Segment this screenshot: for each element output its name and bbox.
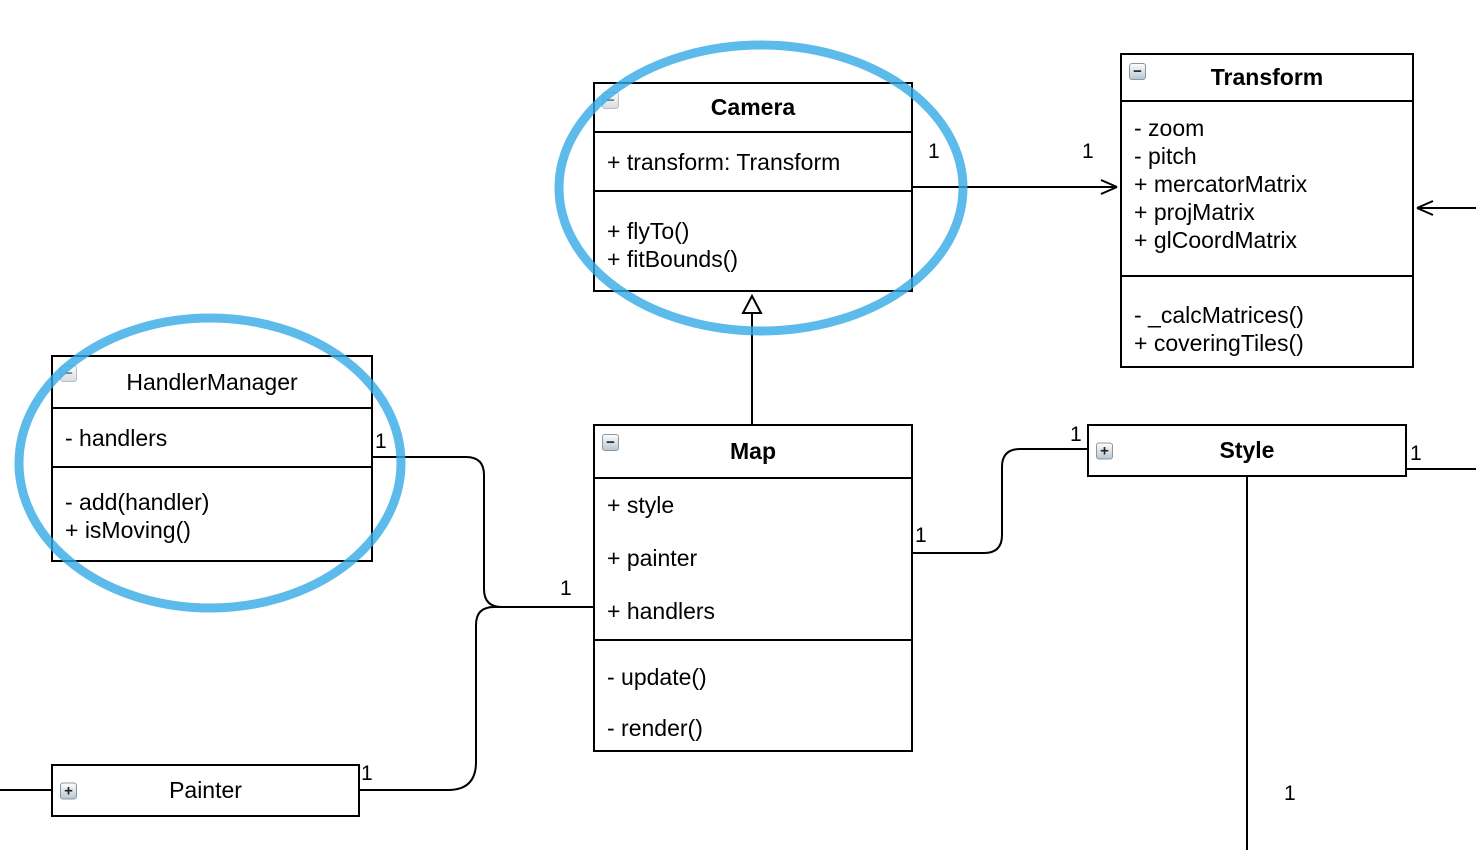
class-method: + flyTo() — [607, 218, 690, 244]
class-attribute: + transform: Transform — [607, 148, 841, 175]
class-name: Map — [730, 438, 776, 464]
expand-icon[interactable]: + — [60, 782, 77, 799]
class-name: Painter — [169, 777, 242, 803]
class-attribute: + painter — [607, 545, 698, 571]
class-title-painter: + Painter — [53, 766, 358, 815]
collapse-icon[interactable]: − — [602, 92, 619, 109]
minus-glyph: − — [606, 434, 615, 451]
methods-section: - update() - render() — [595, 641, 911, 754]
class-title-camera: − Camera — [595, 84, 911, 133]
methods-section: + flyTo() + fitBounds() — [595, 192, 911, 273]
attributes-section: - zoom - pitch + mercatorMatrix + projMa… — [1122, 102, 1412, 277]
class-box-camera[interactable]: − Camera + transform: Transform + flyTo(… — [593, 82, 913, 292]
edge-painter-map[interactable] — [360, 606, 560, 791]
class-attribute: + projMatrix — [1134, 199, 1255, 225]
multiplicity-label-map-left-side: 1 — [560, 577, 572, 600]
methods-section: - add(handler) + isMoving() — [53, 468, 371, 544]
class-attribute: - zoom — [1134, 115, 1205, 141]
edge-map-camera-generalization[interactable] — [741, 293, 763, 424]
class-name: Style — [1219, 437, 1275, 463]
class-box-handlermanager[interactable]: − HandlerManager - handlers - add(handle… — [51, 355, 373, 562]
edge-map-style[interactable] — [913, 448, 1087, 554]
minus-glyph: − — [1133, 63, 1142, 80]
multiplicity-label-painter-side: 1 — [361, 762, 373, 785]
collapse-icon[interactable]: − — [602, 434, 619, 451]
multiplicity-label-map-right-side: 1 — [915, 524, 927, 547]
minus-glyph: − — [64, 365, 73, 382]
multiplicity-label-style-right-side: 1 — [1410, 442, 1422, 465]
multiplicity-label-transform-side: 1 — [1082, 140, 1094, 163]
edge-right-transform[interactable] — [1416, 200, 1476, 216]
plus-glyph: + — [1100, 442, 1109, 459]
class-name: HandlerManager — [126, 368, 298, 395]
class-box-transform[interactable]: − Transform - zoom - pitch + mercatorMat… — [1120, 53, 1414, 368]
edge-camera-transform[interactable] — [913, 179, 1118, 195]
class-method: - update() — [607, 664, 707, 690]
class-attribute: + mercatorMatrix — [1134, 171, 1308, 197]
attributes-section: + transform: Transform — [595, 133, 911, 192]
class-title-transform: − Transform — [1122, 55, 1412, 102]
class-attribute: + glCoordMatrix — [1134, 227, 1297, 253]
methods-section: - _calcMatrices() + coveringTiles() — [1122, 277, 1412, 357]
class-box-map[interactable]: − Map + style + painter + handlers - upd… — [593, 424, 913, 752]
class-title-map: − Map — [595, 426, 911, 479]
attributes-section: - handlers — [53, 409, 371, 468]
class-attribute: - handlers — [65, 424, 168, 451]
class-name: Transform — [1210, 64, 1324, 90]
collapse-icon[interactable]: − — [60, 365, 77, 382]
multiplicity-label-style-bottom: 1 — [1284, 782, 1296, 805]
class-title-style: + Style — [1089, 426, 1405, 475]
class-method: + fitBounds() — [607, 246, 739, 272]
class-method: - _calcMatrices() — [1134, 302, 1304, 328]
class-title-handlermanager: − HandlerManager — [53, 357, 371, 409]
minus-glyph: − — [606, 92, 615, 109]
collapse-icon[interactable]: − — [1129, 63, 1146, 80]
class-box-style[interactable]: + Style — [1087, 424, 1407, 477]
expand-icon[interactable]: + — [1096, 442, 1113, 459]
class-name: Camera — [710, 94, 796, 120]
class-box-painter[interactable]: + Painter — [51, 764, 360, 817]
multiplicity-label-style-left-side: 1 — [1070, 423, 1082, 446]
multiplicity-label-camera-side: 1 — [928, 140, 940, 163]
class-attribute: - pitch — [1134, 143, 1197, 169]
attributes-section: + style + painter + handlers — [595, 479, 911, 641]
multiplicity-label-handlermanager-side: 1 — [375, 430, 387, 453]
class-method: + isMoving() — [65, 517, 191, 543]
class-attribute: + style — [607, 492, 675, 518]
class-attribute: + handlers — [607, 598, 716, 624]
class-method: + coveringTiles() — [1134, 330, 1304, 356]
plus-glyph: + — [64, 782, 73, 799]
class-method: - render() — [607, 715, 703, 741]
class-method: - add(handler) — [65, 489, 210, 515]
